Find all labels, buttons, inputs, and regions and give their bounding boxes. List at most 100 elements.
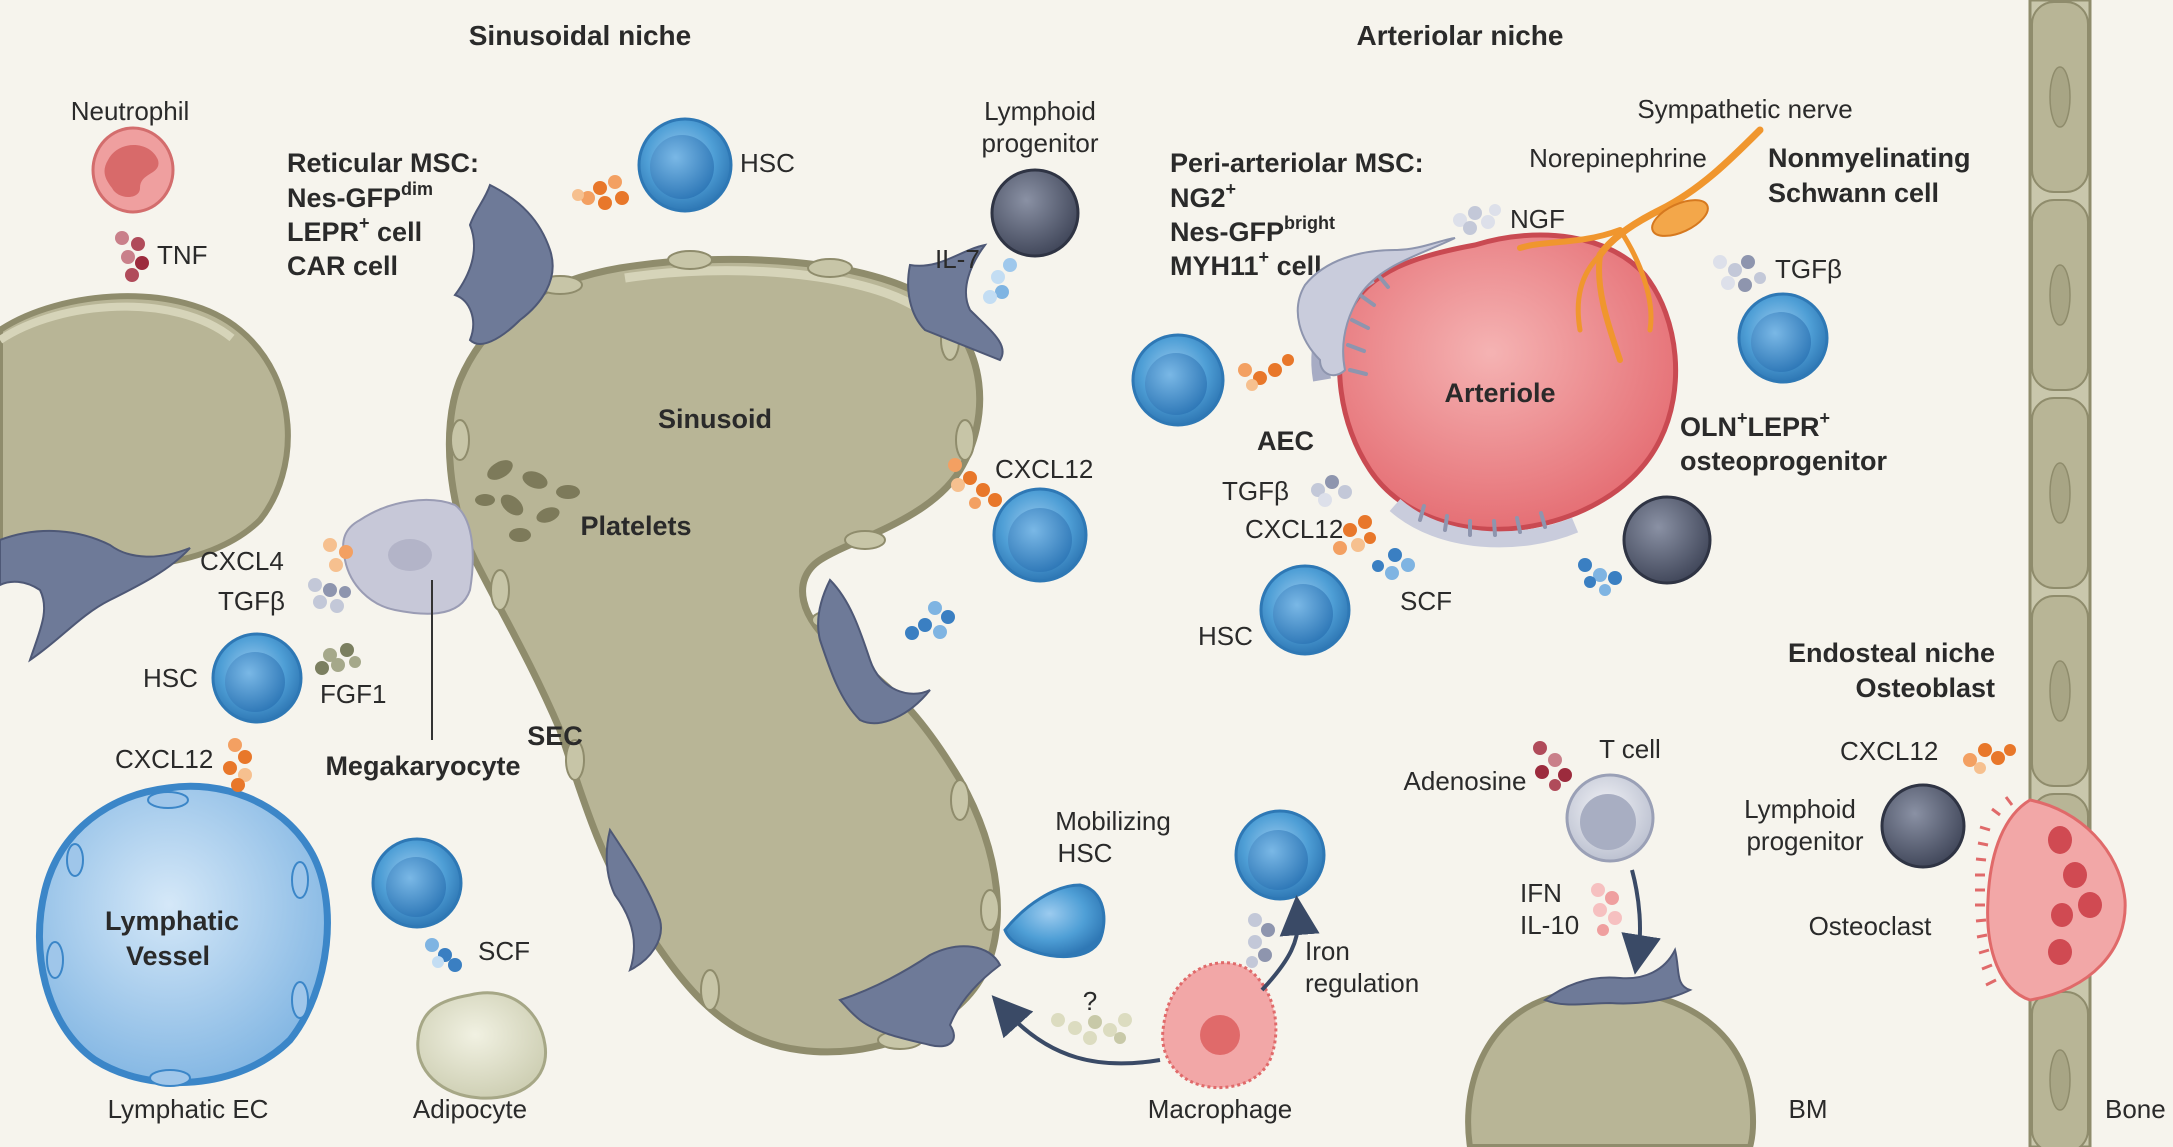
t-cell-arrow — [1621, 869, 1661, 975]
platelets-label: Platelets — [580, 511, 691, 541]
nes-gfp-dim-label: Nes-GFPdim — [287, 179, 433, 213]
macrophage-question-molecules — [1051, 1013, 1132, 1045]
reticular-msc-label: Reticular MSC: — [287, 148, 479, 178]
hsc-top — [637, 117, 733, 213]
hsc-left-label: HSC — [143, 663, 198, 693]
sympathetic-nerve — [1517, 126, 1764, 363]
arteriolar-niche-title: Arteriolar niche — [1357, 20, 1564, 51]
tgfb-right-molecules — [1713, 255, 1766, 292]
bone — [2028, 0, 2092, 1147]
fgf1-label: FGF1 — [320, 679, 386, 709]
sec-label: SEC — [527, 721, 583, 751]
macrophage-to-sinusoid-arrow — [991, 995, 1161, 1066]
cxcl12-endosteal-label: CXCL12 — [1840, 736, 1938, 766]
hsc-arteriole-bottom-label: HSC — [1198, 621, 1253, 651]
periarteriolar-msc-label: Peri-arteriolar MSC: — [1170, 148, 1424, 178]
cxcl12-sinusoid-molecules — [948, 458, 1002, 509]
adenosine-molecules — [1533, 741, 1572, 791]
hsc-top-label: HSC — [740, 148, 795, 178]
iron-regulation-arrow — [1260, 895, 1320, 992]
lymphatic-ec-label: Lymphatic EC — [108, 1094, 269, 1124]
lymphatic-vessel: Lymphatic Vessel — [35, 782, 331, 1087]
tnf-molecules — [115, 231, 149, 282]
oln-lepr-label: OLN+LEPR+ — [1680, 408, 1830, 442]
fgf1-molecules — [315, 643, 361, 675]
endosteal-niche-title: Endosteal niche — [1788, 638, 1995, 668]
schwann-cell — [1651, 199, 1709, 237]
hsc-bottom-left — [371, 837, 463, 929]
ifn-il10-molecules — [1591, 883, 1622, 936]
lepr-cell-label: LEPR+ cell — [287, 213, 422, 247]
osteoblast-title: Osteoblast — [1855, 673, 1995, 703]
osteoclast — [1975, 796, 2127, 1002]
lymphoid-progenitor-top-label-1: Lymphoid — [984, 96, 1096, 126]
blue-molecules-arteriole — [1578, 558, 1622, 596]
iron-molecules — [1246, 913, 1275, 968]
scf-arteriole-label: SCF — [1400, 586, 1452, 616]
hsc-arteriole-right — [1737, 292, 1829, 384]
sinusoidal-niche-title: Sinusoidal niche — [469, 20, 691, 51]
osteoclast-label: Osteoclast — [1809, 911, 1933, 941]
cxcl12-arteriole-molecules — [1333, 515, 1376, 555]
neutrophil: Neutrophil — [71, 96, 190, 214]
cxcl12-arteriole-label: CXCL12 — [1245, 514, 1343, 544]
orange-molecules-arteriole — [1238, 354, 1294, 391]
megakaryocyte-label: Megakaryocyte — [325, 751, 520, 781]
car-cell-label: CAR cell — [287, 251, 398, 281]
bm-vessel — [1465, 987, 1756, 1147]
il7-label: IL-7 — [935, 244, 980, 274]
sympathetic-nerve-label: Sympathetic nerve — [1637, 94, 1852, 124]
hsc-left — [211, 632, 303, 724]
bm-msc — [1542, 947, 1693, 1006]
tgfb-arteriole-label: TGFβ — [1222, 476, 1289, 506]
cxcl12-left-molecules — [223, 738, 252, 792]
nes-gfp-bright-label: Nes-GFPbright — [1170, 213, 1335, 247]
left-sinusoid-vessel — [0, 293, 291, 570]
aec-label: AEC — [1257, 426, 1314, 456]
scf-left-label: SCF — [478, 936, 530, 966]
lymphoid-progenitor-endosteal — [1880, 783, 1966, 869]
cxcl12-endosteal-molecules — [1963, 743, 2016, 774]
adenosine-label: Adenosine — [1404, 766, 1527, 796]
nonmyelinating-label-1: Nonmyelinating — [1768, 143, 1971, 173]
ngf-label: NGF — [1510, 204, 1565, 234]
hsc-macrophage — [1234, 809, 1326, 901]
ifn-label: IFN — [1520, 878, 1562, 908]
il7-molecules — [983, 258, 1017, 304]
sinusoid-stromal-cells — [453, 183, 1004, 1048]
ng2-label: NG2+ — [1170, 179, 1236, 213]
mobilizing-hsc-label-2: HSC — [1058, 838, 1113, 868]
scf-arteriole-molecules — [1372, 548, 1415, 580]
mobilizing-hsc-label-1: Mobilizing — [1055, 806, 1171, 836]
macrophage — [1161, 961, 1278, 1089]
tnf-label: TNF — [157, 240, 208, 270]
cxcl12-sinusoid-label: CXCL12 — [995, 454, 1093, 484]
arteriole-label: Arteriole — [1444, 378, 1555, 408]
periarteriolar-msc — [1296, 237, 1456, 377]
lymphoid-progenitor-top-label-2: progenitor — [981, 128, 1098, 158]
sinusoid-vessel: Sinusoid Platelets — [445, 250, 1001, 1056]
lymphatic-vessel-label-1: Lymphatic — [105, 906, 239, 936]
lymphoid-progenitor-arteriole — [1622, 495, 1712, 585]
sinusoid-label: Sinusoid — [658, 404, 772, 434]
nonmyelinating-label-2: Schwann cell — [1768, 178, 1939, 208]
hsc-top-molecules — [572, 175, 629, 210]
mobilizing-hsc — [1003, 883, 1106, 959]
osteoprogenitor-label: osteoprogenitor — [1680, 446, 1887, 476]
norepinephrine-label: Norepinephrine — [1529, 143, 1707, 173]
platelets-cluster — [475, 460, 580, 542]
tgfb-right-label: TGFβ — [1775, 254, 1842, 284]
lymphoid-progenitor-endosteal-label-2: progenitor — [1746, 826, 1863, 856]
bm-label: BM — [1789, 1094, 1828, 1124]
tgfb-arteriole-molecules — [1311, 475, 1352, 507]
t-cell-label: T cell — [1599, 734, 1661, 764]
tgfb-left-label: TGFβ — [218, 586, 285, 616]
lymphatic-vessel-label-2: Vessel — [126, 941, 210, 971]
bone-label: Bone — [2105, 1094, 2166, 1124]
cxcl4-label: CXCL4 — [200, 546, 284, 576]
neutrophil-label: Neutrophil — [71, 96, 190, 126]
myh11-label: MYH11+ cell — [1170, 247, 1322, 281]
left-msc — [0, 530, 191, 663]
adipocyte-label: Adipocyte — [413, 1094, 527, 1124]
